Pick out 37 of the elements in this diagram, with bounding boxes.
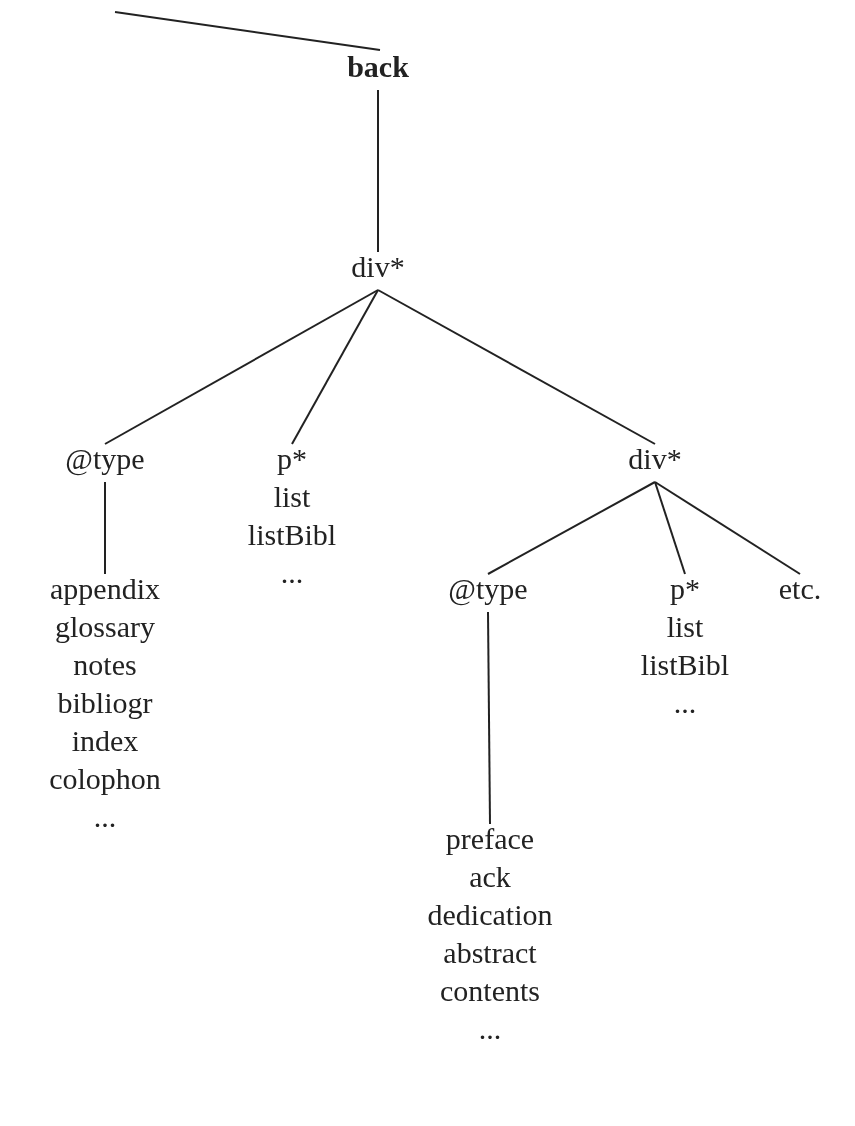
connector-line: [487, 481, 656, 575]
node-label: listBibl: [640, 647, 730, 683]
connector-line: [487, 611, 491, 825]
node-label: contents: [439, 973, 541, 1009]
node-label: colophon: [49, 761, 161, 797]
node-label: index: [70, 723, 140, 759]
node-label: dedication: [427, 897, 553, 933]
node-label: ack: [468, 859, 512, 895]
node-label: @type: [448, 570, 528, 608]
connector-line: [654, 481, 686, 575]
node-label: etc.: [778, 570, 822, 608]
node-label: abstract: [442, 935, 538, 971]
connector-line: [104, 481, 106, 575]
node-label: notes: [72, 647, 138, 683]
node-label: @type: [65, 440, 145, 478]
node-label: list: [272, 479, 312, 515]
node-label: appendix: [49, 571, 161, 607]
node-label: div*: [351, 248, 405, 286]
node-label: div*: [628, 440, 682, 478]
connector-line: [291, 289, 379, 445]
node-label: bibliogr: [56, 685, 154, 721]
node-label: ...: [477, 1011, 503, 1047]
node-label: ...: [92, 799, 118, 835]
node-label: p*: [276, 441, 308, 477]
node-label: glossary: [54, 609, 156, 645]
connector-line: [104, 289, 379, 445]
node-label: ...: [279, 555, 305, 591]
connector-line: [654, 481, 801, 575]
connector-line: [377, 89, 379, 253]
node-label: back: [347, 48, 409, 86]
node-label: preface: [444, 821, 536, 857]
connector-line: [114, 11, 381, 51]
node-label: listBibl: [247, 517, 337, 553]
connector-line: [377, 289, 656, 445]
node-label: list: [665, 609, 705, 645]
node-label: p*: [669, 571, 701, 607]
node-label: ...: [672, 685, 698, 721]
